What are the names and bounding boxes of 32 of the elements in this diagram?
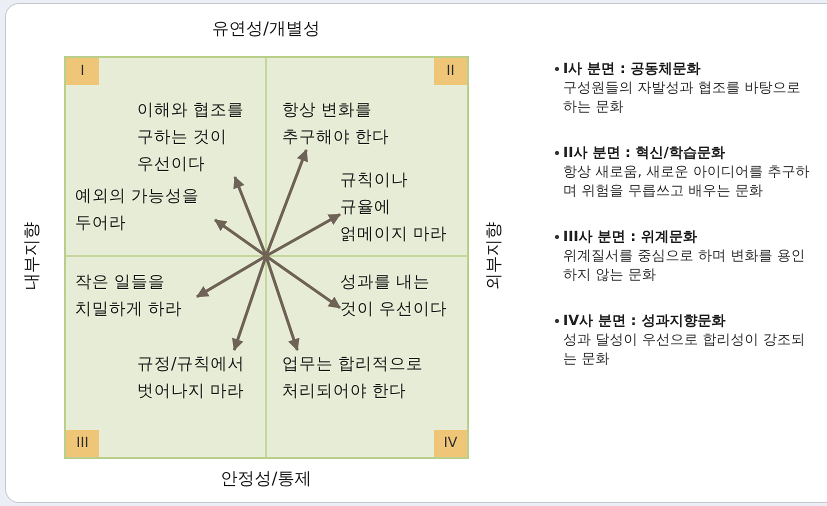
- arrow: [264, 149, 308, 257]
- arrow: [265, 254, 341, 310]
- quadrant-description: 위계질서를 중심으로 하며 변화를 용인하지 않는 문화: [563, 247, 806, 285]
- arrow: [196, 254, 267, 298]
- quadrant-badge: IV: [434, 430, 467, 457]
- axis-label: 내부지향: [21, 222, 43, 290]
- quadrant-grid: [64, 56, 469, 459]
- statement-text: 항상 변화를 추구해야 한다: [282, 96, 407, 150]
- arrow: [232, 256, 268, 351]
- arrow: [214, 218, 267, 258]
- quadrant-heading: IV사 분면 : 성과지향문화: [563, 312, 726, 330]
- quadrant-heading: II사 분면 : 혁신/학습문화: [563, 144, 725, 162]
- quadrant-heading: III사 분면 : 위계문화: [563, 228, 697, 246]
- arrow: [265, 213, 341, 258]
- statement-text: 규정/규칙에서 벗어나지 마라: [137, 350, 259, 404]
- quadrant-description: 성과 달성이 우선으로 합리성이 강조되는 문화: [563, 331, 806, 369]
- statement-text: 이해와 협조를 구하는 것이 우선이다: [137, 96, 259, 177]
- axis-label: 안정성/통제: [220, 468, 312, 490]
- axis-label: 외부지향: [483, 222, 505, 290]
- quadrant-description: 항상 새로움, 새로운 아이디어를 추구하며 위험을 무릅쓰고 배우는 문화: [563, 163, 810, 201]
- quadrant-heading: I사 분면 : 공동체문화: [563, 60, 700, 78]
- quadrant-badge: III: [66, 430, 99, 457]
- quadrant-description: 구성원들의 자발성과 협조를 바탕으로 하는 문화: [563, 79, 802, 117]
- statement-text: 예외의 가능성을 두어라: [75, 182, 215, 236]
- statement-text: 작은 일들을 치밀하게 하라: [75, 268, 197, 322]
- arrow: [264, 256, 300, 351]
- statement-text: 규칙이나 규율에 얽메이지 마라: [340, 166, 460, 247]
- axis-label: 유연성/개별성: [212, 18, 320, 40]
- statement-text: 성과를 내는 것이 우선이다: [340, 268, 464, 322]
- quadrant-badge: I: [66, 58, 99, 85]
- quadrant-badge: II: [434, 58, 467, 85]
- statement-text: 업무는 합리적으로 처리되어야 한다: [282, 350, 442, 404]
